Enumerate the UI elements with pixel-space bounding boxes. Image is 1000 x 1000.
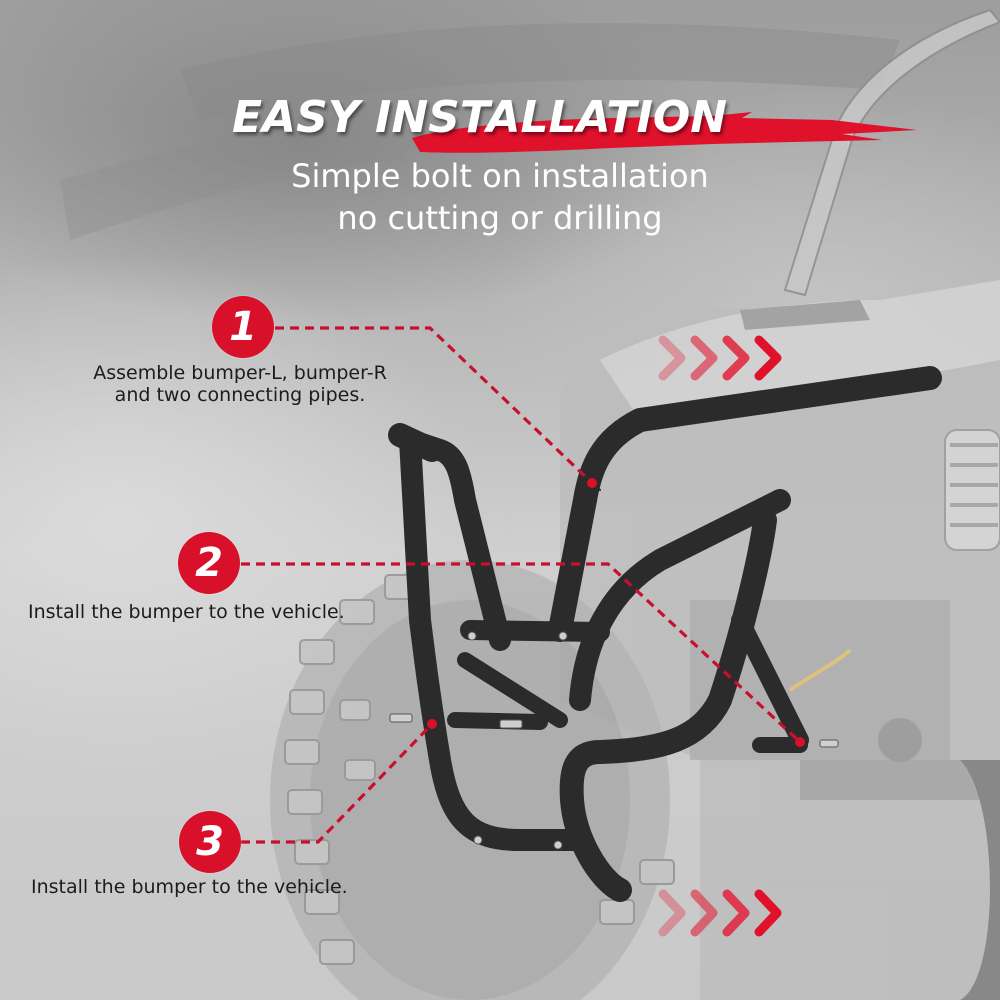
red-brush-stroke [412, 112, 917, 153]
step-1-line-1: Assemble bumper-L, bumper-R [93, 362, 387, 384]
step-1-line-2: and two connecting pipes. [114, 384, 366, 406]
step-3-badge: 3 [179, 811, 241, 873]
subtitle-line-1: Simple bolt on installation [291, 157, 709, 195]
step-3-description: Install the bumper to the vehicle. [31, 876, 348, 898]
callout-line-2 [241, 562, 802, 744]
subtitle-line-2: no cutting or drilling [337, 199, 663, 237]
bumper-frame [388, 366, 942, 902]
step-1-description: Assemble bumper-L, bumper-R and two conn… [30, 362, 450, 406]
subtitle: Simple bolt on installation no cutting o… [0, 155, 1000, 239]
step-1-badge: 1 [212, 296, 274, 358]
callout-line-3 [241, 722, 434, 844]
callout-line-1 [275, 326, 594, 485]
step-2-description: Install the bumper to the vehicle. [28, 601, 345, 623]
callout-lines [241, 326, 802, 844]
front-tire [270, 560, 675, 1000]
page-title: EASY INSTALLATION [232, 92, 728, 143]
chevron-arrows-top-icon [658, 335, 782, 381]
step-2-badge: 2 [178, 532, 240, 594]
chevron-arrows-bottom-icon [658, 889, 782, 937]
